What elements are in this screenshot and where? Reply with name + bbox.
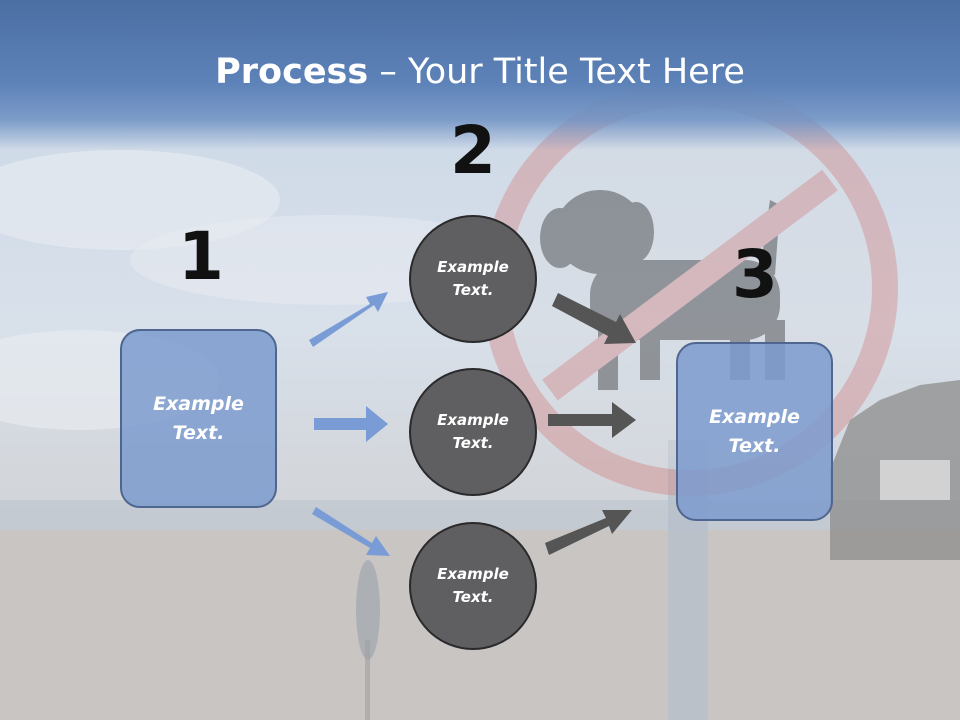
circle-middle-text: Example Text. [437, 411, 509, 452]
title-bar [0, 0, 960, 150]
arrow-blue-right-icon [314, 406, 388, 442]
title-rest: – Your Title Text Here [368, 52, 745, 92]
arrow-gray-down-icon [552, 293, 636, 344]
step-3-text: Example Text. [709, 405, 800, 457]
step-number-3: 3 [732, 236, 778, 313]
arrow-gray-right-icon [548, 402, 636, 438]
step-number-1: 1 [178, 218, 224, 295]
circle-bottom-text: Example Text. [437, 565, 509, 606]
title-bold: Process [215, 52, 369, 92]
arrow-blue-down-icon [312, 507, 390, 556]
slide-title: Process – Your Title Text Here [0, 52, 960, 92]
step-2-circle-top: Example Text. [409, 215, 537, 343]
step-3-box: Example Text. [676, 342, 833, 521]
step-1-text: Example Text. [153, 392, 244, 444]
step-2-circle-middle: Example Text. [409, 368, 537, 496]
arrow-gray-up-icon [545, 510, 632, 555]
step-2-circle-bottom: Example Text. [409, 522, 537, 650]
step-number-2: 2 [450, 112, 496, 189]
arrow-blue-up-icon [309, 292, 388, 347]
step-1-box: Example Text. [120, 329, 277, 508]
circle-top-text: Example Text. [437, 258, 509, 299]
